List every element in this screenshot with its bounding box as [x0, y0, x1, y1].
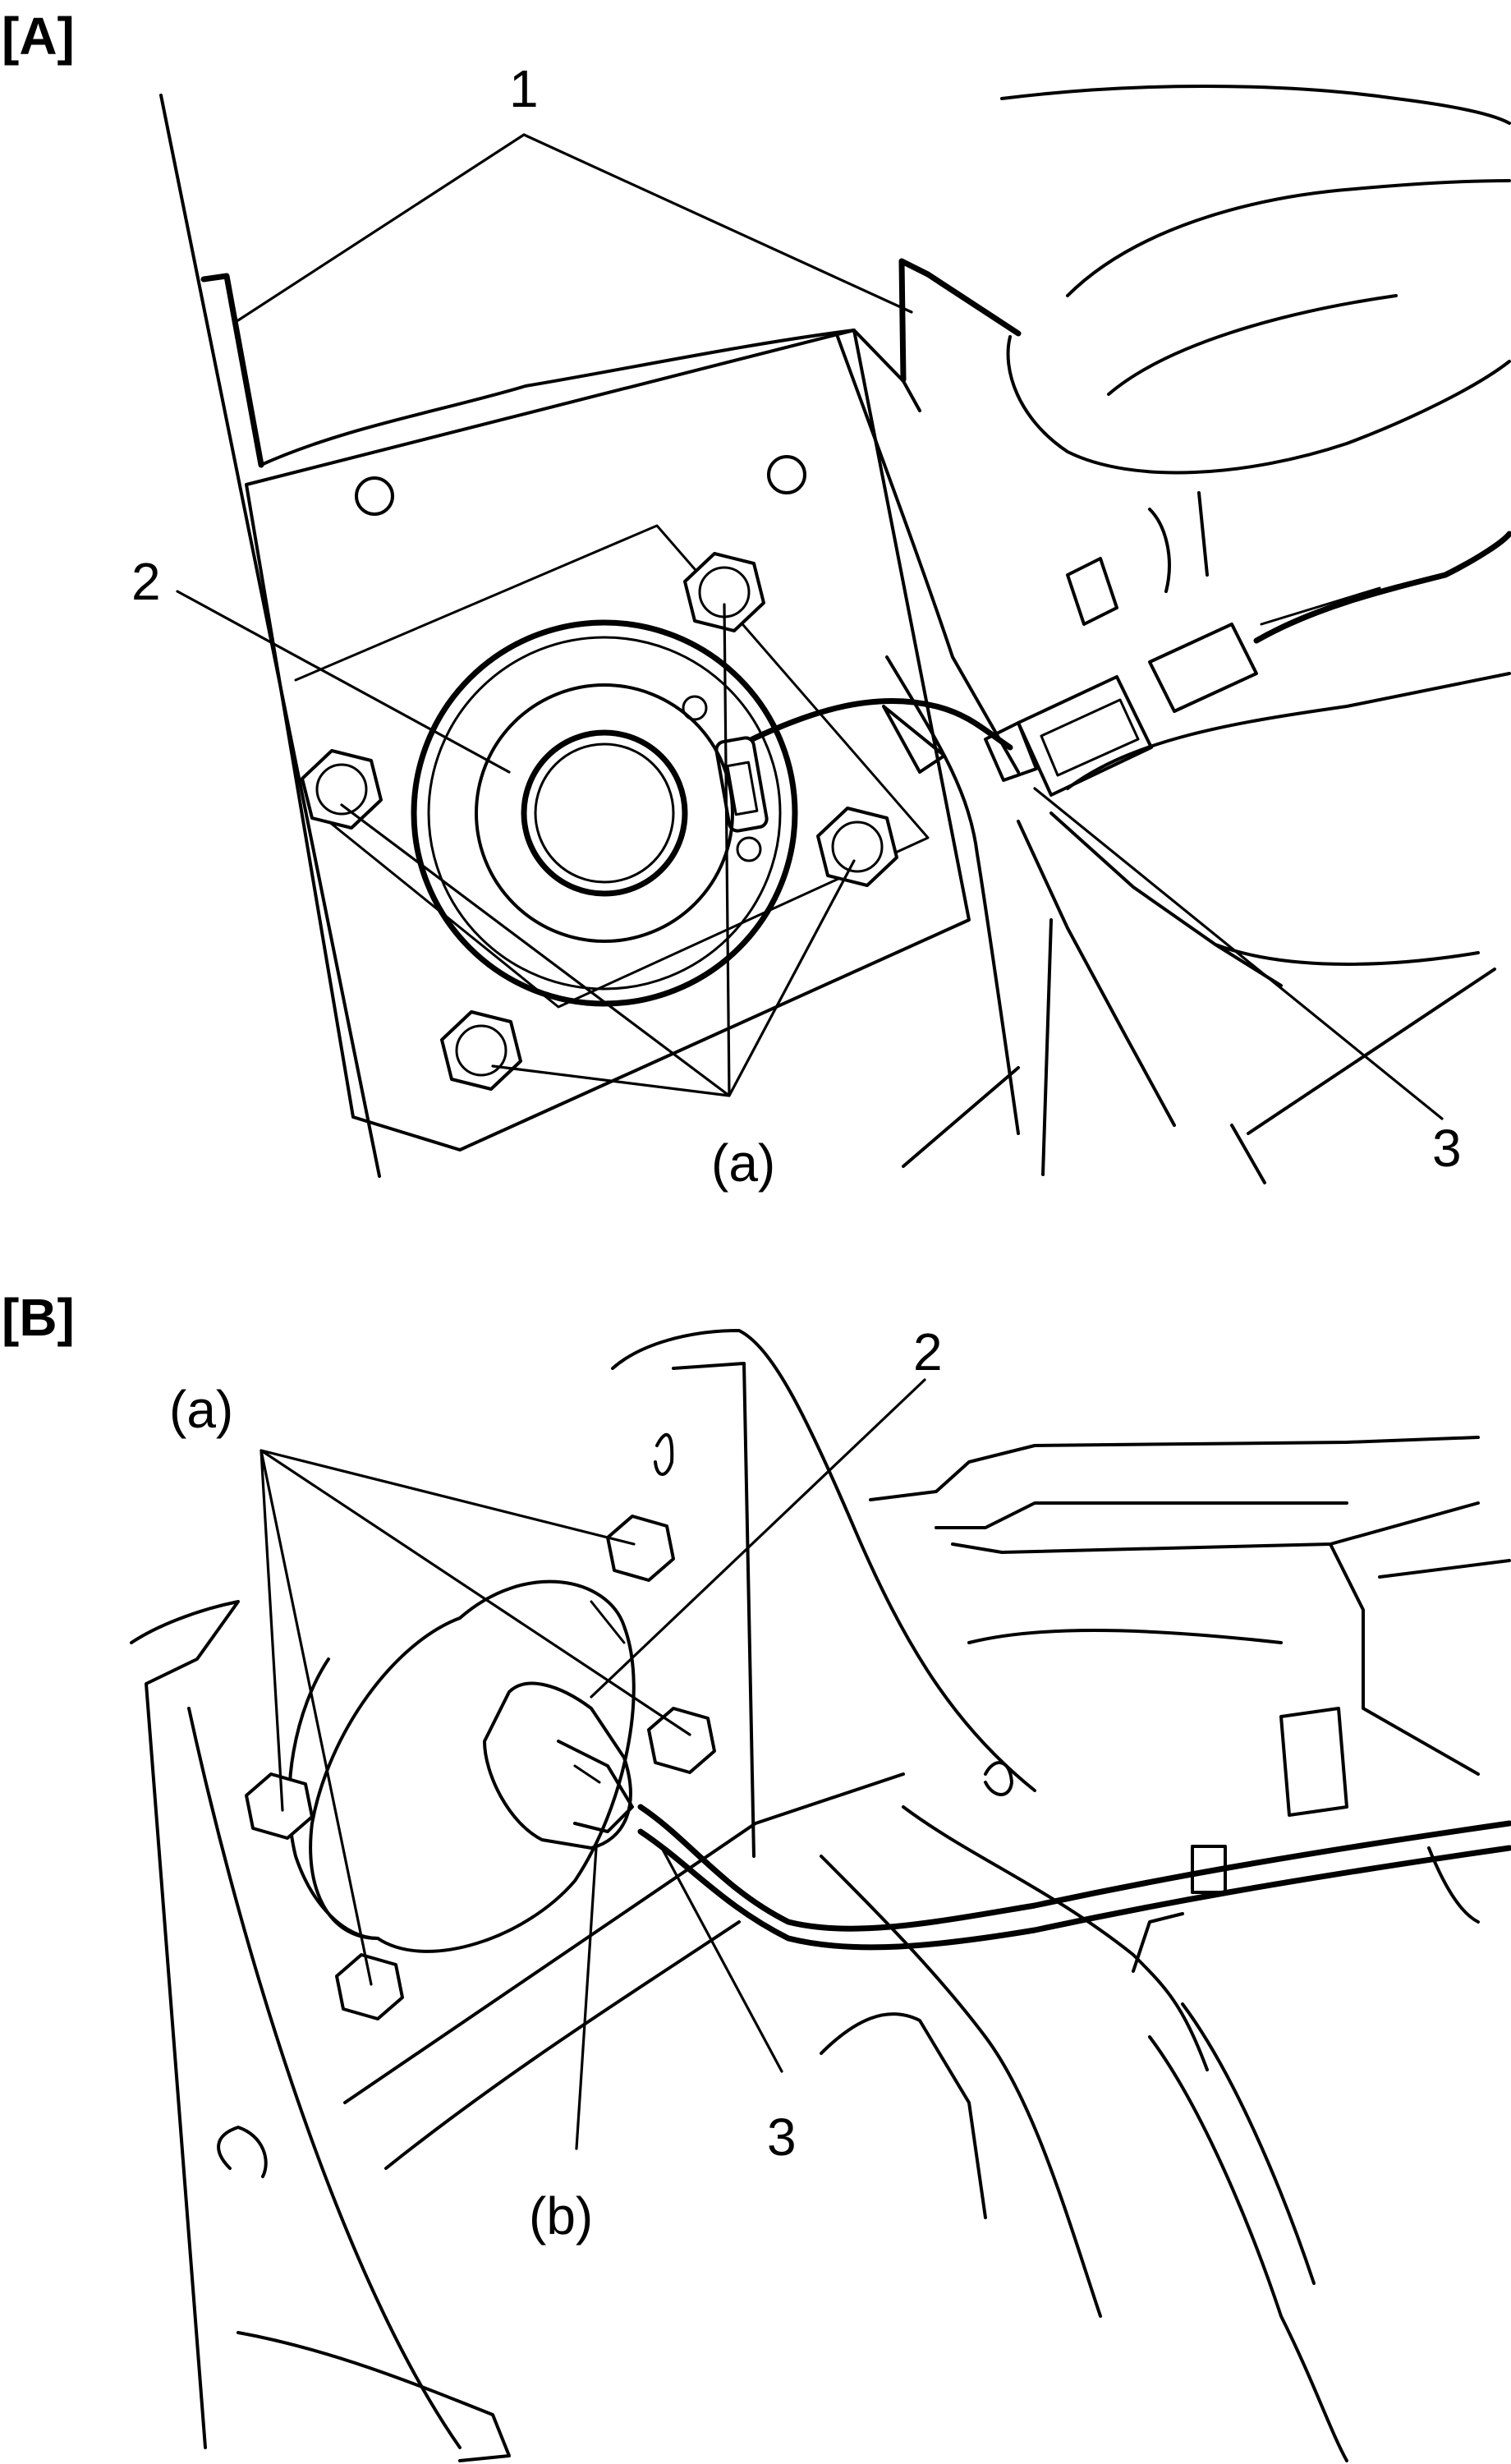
- knuckle-left-edge: [159, 94, 381, 1178]
- body-panel-edge: [898, 258, 1022, 383]
- sensor-connector-icon-b: [483, 1681, 634, 1850]
- leader-3: [1033, 787, 1444, 1120]
- arm-foot-b: [237, 2331, 511, 2462]
- frame-right-b: [1329, 1542, 1480, 1776]
- upper-body-line: [1000, 85, 1511, 125]
- spring-b2: [1132, 1912, 1184, 1973]
- callout-2: 2: [131, 552, 161, 611]
- harness-wrap: [1260, 586, 1381, 626]
- leader-1: [237, 133, 913, 322]
- sensor-harness-a: [1253, 531, 1511, 644]
- hex-bolt-icon: [301, 552, 898, 1091]
- frame-top-b2: [935, 1501, 1348, 1529]
- chassis-tube-top: [1066, 179, 1511, 297]
- callout-1: 1: [509, 59, 539, 118]
- clip-hole-b: [654, 1432, 674, 1476]
- leader-2-b: [590, 1378, 926, 1699]
- bracket-detail: [1148, 491, 1209, 593]
- hub-cup-b: [287, 1579, 636, 1953]
- backing-plate: [245, 329, 971, 1152]
- wire-clamp-b: [1191, 1845, 1227, 1894]
- wheel-hub-sensor-drawing: [411, 619, 798, 1007]
- callout-3-b: 3: [767, 2108, 797, 2167]
- chassis-tube-inner: [1107, 294, 1398, 396]
- wire-clip-a: [882, 705, 946, 774]
- callout-a-b: (a): [169, 1380, 233, 1439]
- spring-b: [820, 2012, 987, 2219]
- arm-left-b: [187, 1707, 462, 2449]
- end-b: [1427, 1846, 1480, 1924]
- lower-body-line: [1066, 672, 1511, 790]
- sensor-wire-a: [749, 698, 1013, 751]
- strut-line-3: [1017, 820, 1176, 1127]
- callout-b-b: (b): [529, 2186, 593, 2246]
- sensor-wire-b2: [637, 1828, 1511, 1951]
- leader-3-b: [660, 1846, 783, 2073]
- backing-plate-inner: [294, 524, 930, 1009]
- knuckle-outer-b: [130, 1600, 240, 2449]
- callout-3: 3: [1432, 1119, 1462, 1178]
- knuckle-flange-edge: [200, 273, 264, 468]
- bracket-b: [1279, 1707, 1348, 1817]
- panel-a: [A]: [2, 7, 1511, 1193]
- arm-hole-b: [217, 2126, 268, 2178]
- strut-lower-2: [1041, 918, 1053, 1176]
- strut-lower-3: [1247, 968, 1496, 1135]
- strut-b3: [1148, 2035, 1348, 2462]
- strut-line-1: [885, 655, 1020, 1135]
- frame-top-b3: [951, 1501, 1480, 1554]
- strut-lower-4: [1230, 1124, 1266, 1184]
- strut-b2: [820, 1855, 1102, 2318]
- plate-edge-b: [672, 1362, 756, 1858]
- leader-2: [176, 590, 511, 774]
- frame-top-b: [869, 1436, 1480, 1501]
- strut-b1: [902, 1805, 1209, 2071]
- strut-line-2: [836, 335, 1020, 774]
- plate-diag-b: [384, 1920, 741, 2170]
- panel-b: [B]: [2, 1288, 1511, 2462]
- plate-bottom-b: [343, 1772, 905, 2104]
- callout-a: (a): [711, 1133, 775, 1193]
- plate-hole-2: [767, 455, 806, 494]
- small-bracket: [1066, 557, 1118, 626]
- panel-b-label: [B]: [2, 1288, 75, 1347]
- plate-hole-1: [355, 476, 394, 516]
- leader-a: [340, 603, 856, 1097]
- mount-hole-b: [984, 1761, 1013, 1796]
- strut-b4: [1181, 2002, 1316, 2285]
- frame-mid-b: [967, 1629, 1283, 1644]
- sensor-wire-b: [637, 1804, 1511, 1932]
- frame-right-b2: [1378, 1559, 1511, 1579]
- leader-b-b: [575, 1846, 598, 2150]
- lower-arm-line: [1049, 811, 1480, 987]
- callout-2-b: 2: [913, 1322, 943, 1381]
- leader-a-b: [259, 1449, 691, 1986]
- knuckle-top-b: [611, 1329, 1036, 1792]
- panel-a-label: [A]: [2, 7, 75, 66]
- sensor-connector-icon: [984, 623, 1258, 797]
- knuckle-top: [259, 329, 921, 467]
- chassis-tube: [1006, 335, 1511, 475]
- strut-lower-1: [902, 1066, 1020, 1168]
